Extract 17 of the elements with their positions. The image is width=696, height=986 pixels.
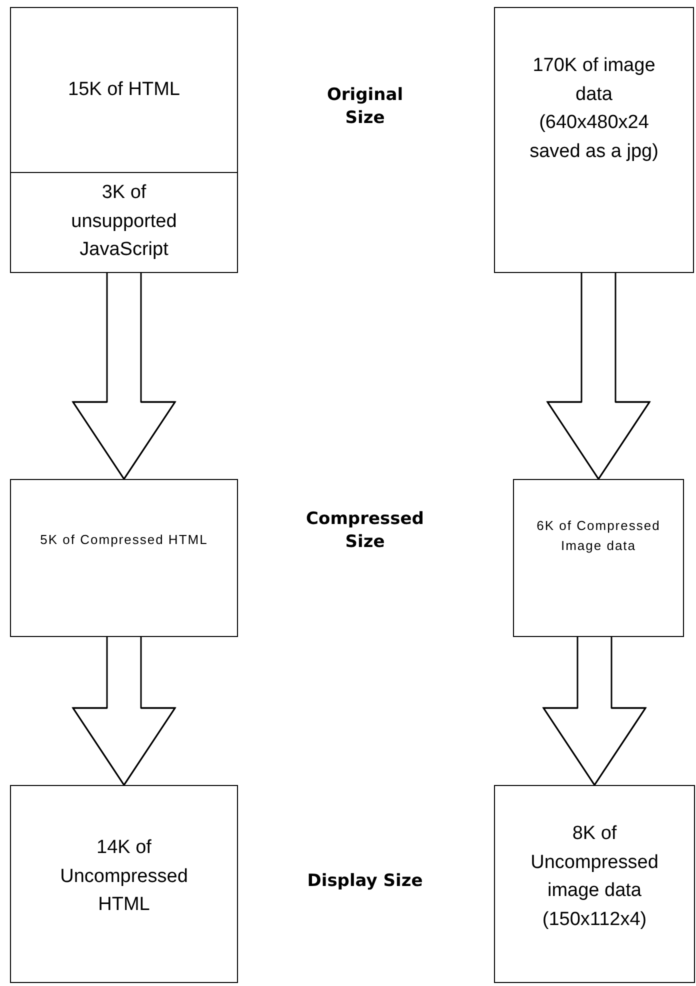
process-box (494, 785, 695, 983)
box-text: 170K of image data (640x480x24 saved as a jpg) (528, 54, 660, 164)
process-box (494, 7, 694, 273)
stage-label: Display Size (306, 870, 424, 893)
process-box (10, 7, 238, 173)
process-box (513, 479, 684, 637)
box-text: 5K of Compressed HTML (39, 531, 209, 549)
stage-label: Compressed Size (305, 508, 425, 554)
process-box (10, 479, 238, 637)
process-box (10, 785, 238, 983)
box-text: 14K of Uncompressed HTML (59, 836, 189, 917)
box-text: 3K of unsupported JavaScript (70, 181, 178, 262)
process-box (10, 172, 238, 272)
stage-label: Original Size (326, 84, 404, 130)
box-text: 8K of Uncompressed image data (150x112x4) (530, 822, 660, 932)
box-text: 15K of HTML (67, 78, 181, 102)
box-text: 6K of Compressed Image data (536, 517, 662, 555)
